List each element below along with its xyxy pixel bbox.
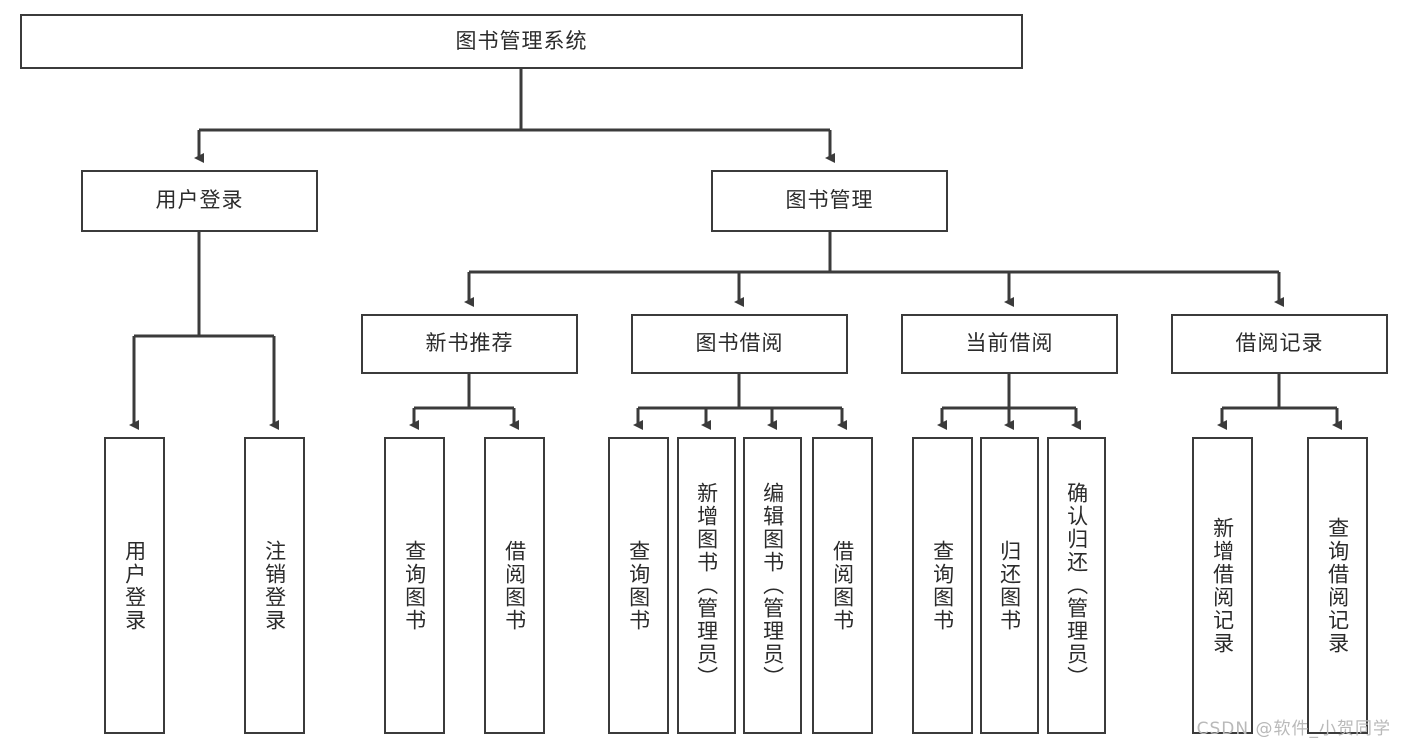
node-book-management[interactable]: 图书管理 — [711, 170, 948, 232]
node-label: 图书管理系统 — [455, 28, 588, 53]
node-book-borrow[interactable]: 图书借阅 — [631, 314, 848, 374]
leaf-logout[interactable]: 注销登录 — [244, 437, 305, 734]
node-label: 新增借阅记录 — [1210, 516, 1235, 655]
node-current-borrow[interactable]: 当前借阅 — [901, 314, 1118, 374]
node-root-library-management-system[interactable]: 图书管理系统 — [20, 14, 1023, 69]
node-label: 查询图书 — [402, 539, 427, 632]
node-label: 查询图书 — [626, 539, 651, 632]
leaf-confirm-return-admin[interactable]: 确认归还（管理员） — [1047, 437, 1106, 734]
node-label: 借阅记录 — [1235, 331, 1324, 356]
leaf-query-book-recommend[interactable]: 查询图书 — [384, 437, 445, 734]
node-label: 新书推荐 — [425, 331, 514, 356]
node-label: 注销登录 — [262, 539, 287, 632]
node-label: 新增图书（管理员） — [694, 482, 719, 689]
node-label: 确认归还（管理员） — [1064, 482, 1089, 689]
leaf-add-book-admin[interactable]: 新增图书（管理员） — [677, 437, 736, 734]
node-label: 归还图书 — [997, 539, 1022, 632]
node-label: 当前借阅 — [965, 331, 1054, 356]
leaf-add-borrow-record[interactable]: 新增借阅记录 — [1192, 437, 1253, 734]
leaf-borrow-book-recommend[interactable]: 借阅图书 — [484, 437, 545, 734]
node-label: 借阅图书 — [830, 539, 855, 632]
node-label: 图书借阅 — [695, 331, 784, 356]
node-borrow-record[interactable]: 借阅记录 — [1171, 314, 1388, 374]
leaf-edit-book-admin[interactable]: 编辑图书（管理员） — [743, 437, 802, 734]
node-label: 查询图书 — [930, 539, 955, 632]
node-label: 查询借阅记录 — [1325, 516, 1350, 655]
leaf-return-book[interactable]: 归还图书 — [980, 437, 1039, 734]
leaf-user-login[interactable]: 用户登录 — [104, 437, 165, 734]
leaf-query-borrow-record[interactable]: 查询借阅记录 — [1307, 437, 1368, 734]
leaf-query-book-borrow[interactable]: 查询图书 — [608, 437, 669, 734]
node-label: 借阅图书 — [502, 539, 527, 632]
node-new-book-recommendation[interactable]: 新书推荐 — [361, 314, 578, 374]
node-label: 用户登录 — [155, 188, 244, 213]
leaf-query-book-current[interactable]: 查询图书 — [912, 437, 973, 734]
node-label: 用户登录 — [122, 539, 147, 632]
node-label: 图书管理 — [785, 188, 874, 213]
node-label: 编辑图书（管理员） — [760, 482, 785, 689]
node-user-login[interactable]: 用户登录 — [81, 170, 318, 232]
leaf-borrow-book[interactable]: 借阅图书 — [812, 437, 873, 734]
